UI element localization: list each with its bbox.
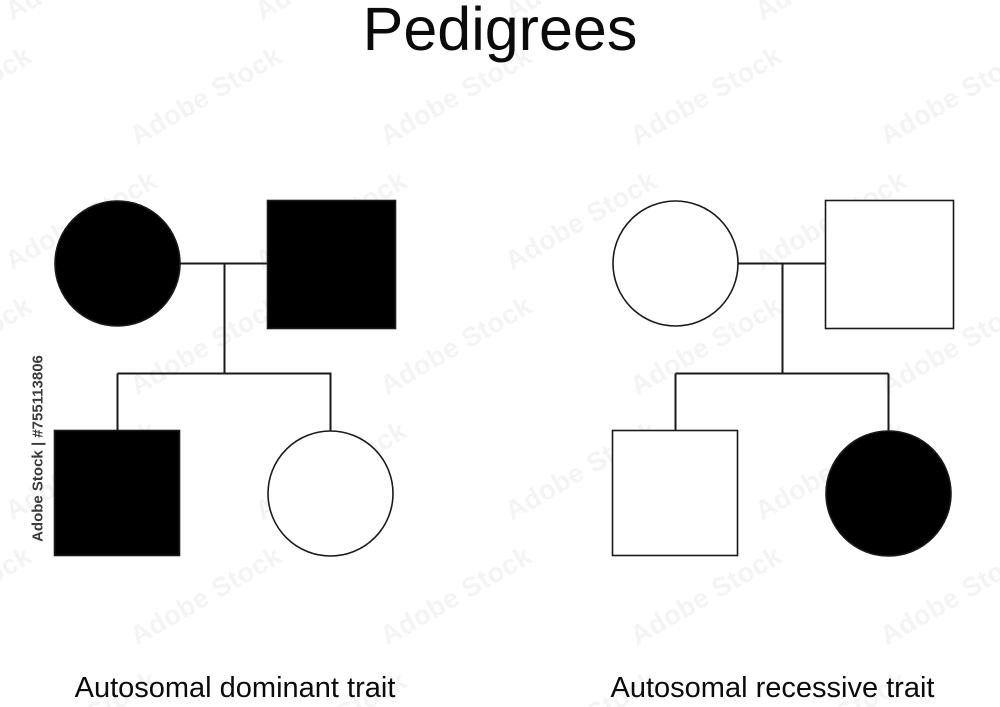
connector-lines-recessive xyxy=(674,262,890,431)
individual-dominant-I-2-male-affected[interactable] xyxy=(266,199,397,330)
individual-dominant-I-1-female-affected[interactable] xyxy=(54,200,181,327)
stock-credit-watermark: Adobe Stock | #755113806 xyxy=(29,355,47,542)
caption-autosomal-dominant: Autosomal dominant trait xyxy=(74,672,396,704)
individual-dominant-II-2-female-unaffected[interactable] xyxy=(267,430,394,557)
pedigree-autosomal-dominant xyxy=(53,199,397,557)
individual-recessive-II-1-male-unaffected[interactable] xyxy=(611,429,739,557)
individual-recessive-II-2-female-affected[interactable] xyxy=(825,430,952,557)
individual-recessive-I-2-male-unaffected[interactable] xyxy=(824,199,955,330)
pedigree-autosomal-recessive xyxy=(611,199,955,557)
caption-autosomal-recessive: Autosomal recessive trait xyxy=(610,672,935,704)
page-title: Pedigrees xyxy=(362,0,638,63)
individual-recessive-I-1-female-unaffected[interactable] xyxy=(612,200,739,327)
connector-lines-dominant xyxy=(116,262,332,431)
individual-dominant-II-1-male-affected[interactable] xyxy=(53,429,181,557)
